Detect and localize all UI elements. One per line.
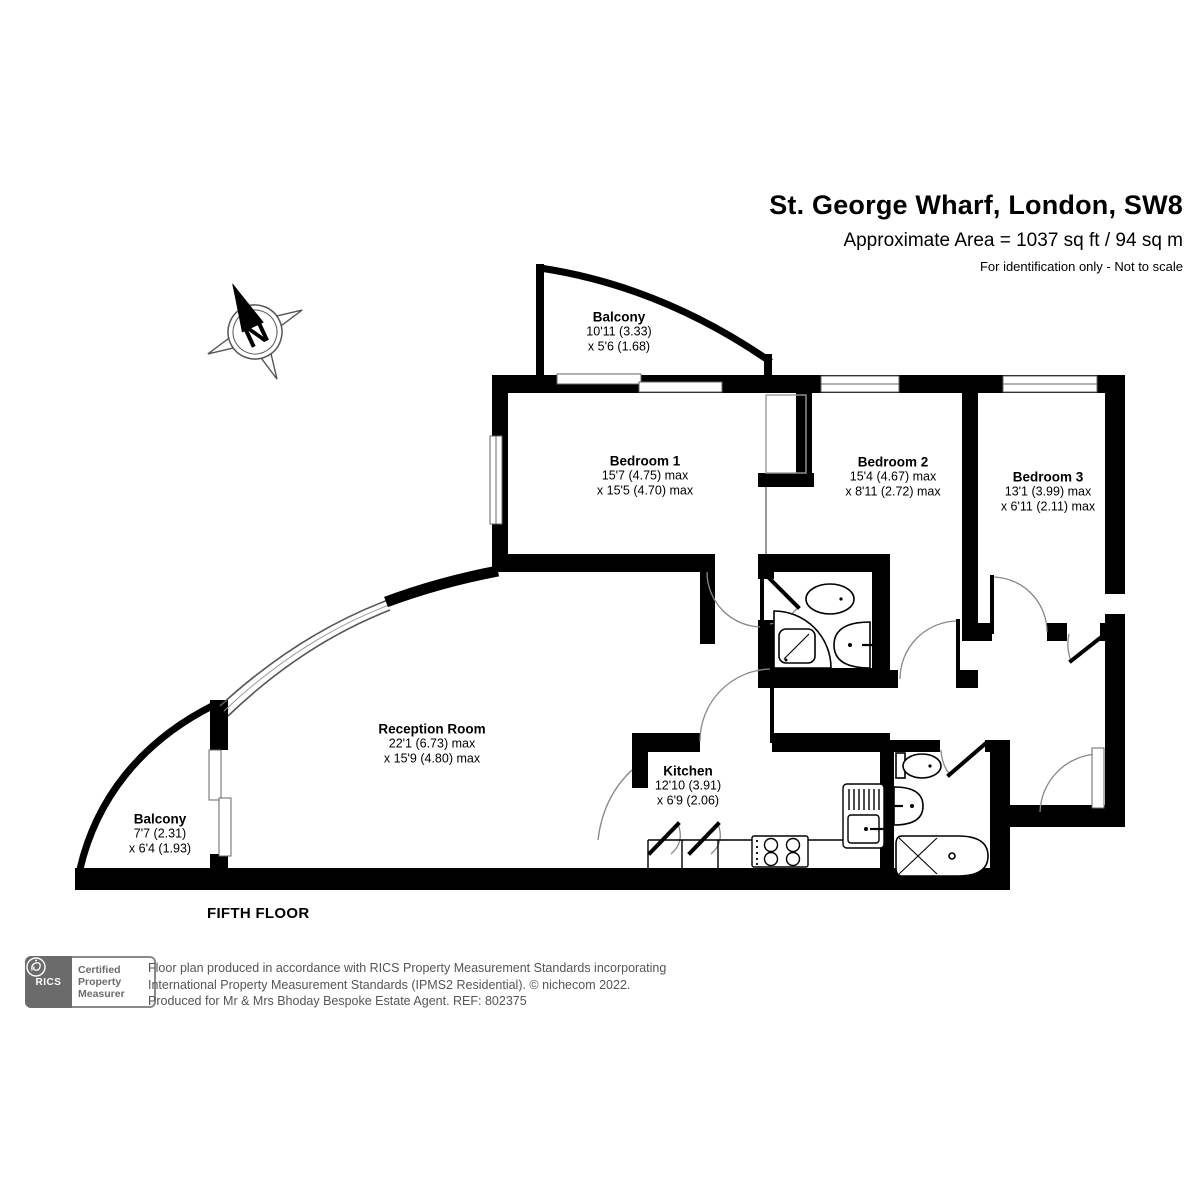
room-label-kitchen: Kitchen 12'10 (3.91) x 6'9 (2.06) bbox=[655, 764, 721, 809]
windows bbox=[208, 373, 1127, 857]
room-label-reception: Reception Room 22'1 (6.73) max x 15'9 (4… bbox=[378, 722, 485, 767]
room-name: Balcony bbox=[592, 309, 646, 325]
room-dim1: 7'7 (2.31) bbox=[133, 826, 187, 841]
rics-logo: RICS bbox=[25, 956, 72, 1008]
footer-line-2: International Property Measurement Stand… bbox=[148, 977, 631, 992]
room-label-balcony-left: Balcony 7'7 (2.31) x 6'4 (1.93) bbox=[129, 812, 191, 857]
rics-badge-text: Certified Property Measurer bbox=[72, 956, 156, 1008]
door-arcs bbox=[597, 571, 1099, 855]
bathroom-basin-icon bbox=[893, 786, 924, 826]
room-name: Bedroom 1 bbox=[609, 453, 681, 469]
footer-text: Floor plan produced in accordance with R… bbox=[148, 960, 668, 1010]
room-dim2: x 6'9 (2.06) bbox=[656, 793, 720, 808]
room-dim2: x 8'11 (2.72) max bbox=[845, 484, 941, 499]
room-dim1: 15'7 (4.75) max bbox=[601, 468, 689, 483]
badge-line: Certified bbox=[78, 964, 121, 976]
area-text: Approximate Area = 1037 sq ft / 94 sq m bbox=[843, 230, 1183, 251]
room-name: Bedroom 3 bbox=[1012, 469, 1084, 485]
rics-badge: RICS Certified Property Measurer bbox=[25, 956, 156, 1008]
balcony-top-outline bbox=[536, 264, 773, 381]
kitchen-sink-icon bbox=[842, 783, 885, 849]
badge-line: Property bbox=[78, 976, 122, 988]
thin-partitions bbox=[765, 394, 807, 554]
room-label-bedroom-1: Bedroom 1 15'7 (4.75) max x 15'5 (4.70) … bbox=[597, 454, 693, 499]
walls bbox=[75, 375, 1125, 890]
bathtub-icon bbox=[895, 835, 989, 877]
room-dim2: x 6'11 (2.11) max bbox=[1000, 499, 1096, 514]
room-label-bedroom-3: Bedroom 3 13'1 (3.99) max x 6'11 (2.11) … bbox=[1001, 470, 1095, 515]
room-name: Reception Room bbox=[378, 721, 486, 737]
balcony-left-outline bbox=[76, 701, 216, 870]
rics-lion-icon bbox=[26, 957, 46, 977]
room-name: Balcony bbox=[133, 811, 187, 827]
room-name: Bedroom 2 bbox=[857, 454, 929, 470]
ensuite-shower-icon bbox=[773, 610, 832, 669]
footer-line-1: Floor plan produced in accordance with R… bbox=[148, 961, 667, 975]
room-dim2: x 6'4 (1.93) bbox=[128, 841, 192, 856]
room-label-balcony-top: Balcony 10'11 (3.33) x 5'6 (1.68) bbox=[586, 310, 651, 355]
ensuite-basin-icon bbox=[833, 621, 872, 669]
compass-icon: N bbox=[207, 283, 303, 380]
room-dim2: x 15'9 (4.80) max bbox=[383, 751, 481, 766]
room-label-bedroom-2: Bedroom 2 15'4 (4.67) max x 8'11 (2.72) … bbox=[845, 455, 940, 500]
door-leaves bbox=[647, 570, 1103, 856]
room-dim1: 10'11 (3.33) bbox=[586, 324, 652, 339]
reception-bay-window bbox=[219, 565, 500, 717]
bathroom-toilet-icon bbox=[895, 752, 942, 779]
fixtures bbox=[647, 583, 989, 877]
room-name: Kitchen bbox=[663, 763, 713, 779]
compass-north-arrow bbox=[232, 283, 264, 333]
floor-label: FIFTH FLOOR bbox=[207, 905, 310, 922]
room-dim1: 13'1 (3.99) max bbox=[1004, 484, 1092, 499]
entrance-door-frame bbox=[1091, 747, 1105, 809]
page-title: St. George Wharf, London, SW8 bbox=[769, 190, 1183, 220]
room-dim1: 12'10 (3.91) bbox=[654, 778, 722, 793]
room-dim2: x 5'6 (1.68) bbox=[587, 339, 651, 354]
badge-line: Measurer bbox=[78, 988, 125, 1000]
header: St. George Wharf, London, SW8 Approximat… bbox=[769, 190, 1183, 274]
room-dim1: 22'1 (6.73) max bbox=[388, 736, 476, 751]
room-dim1: 15'4 (4.67) max bbox=[849, 469, 937, 484]
ensuite-toilet-icon bbox=[805, 583, 855, 615]
footer-line-3: Produced for Mr & Mrs Bhoday Bespoke Est… bbox=[148, 994, 527, 1008]
hob-icon bbox=[751, 835, 809, 868]
scale-note: For identification only - Not to scale bbox=[979, 259, 1183, 274]
rics-org-label: RICS bbox=[35, 977, 62, 988]
room-dim2: x 15'5 (4.70) max bbox=[596, 483, 694, 498]
